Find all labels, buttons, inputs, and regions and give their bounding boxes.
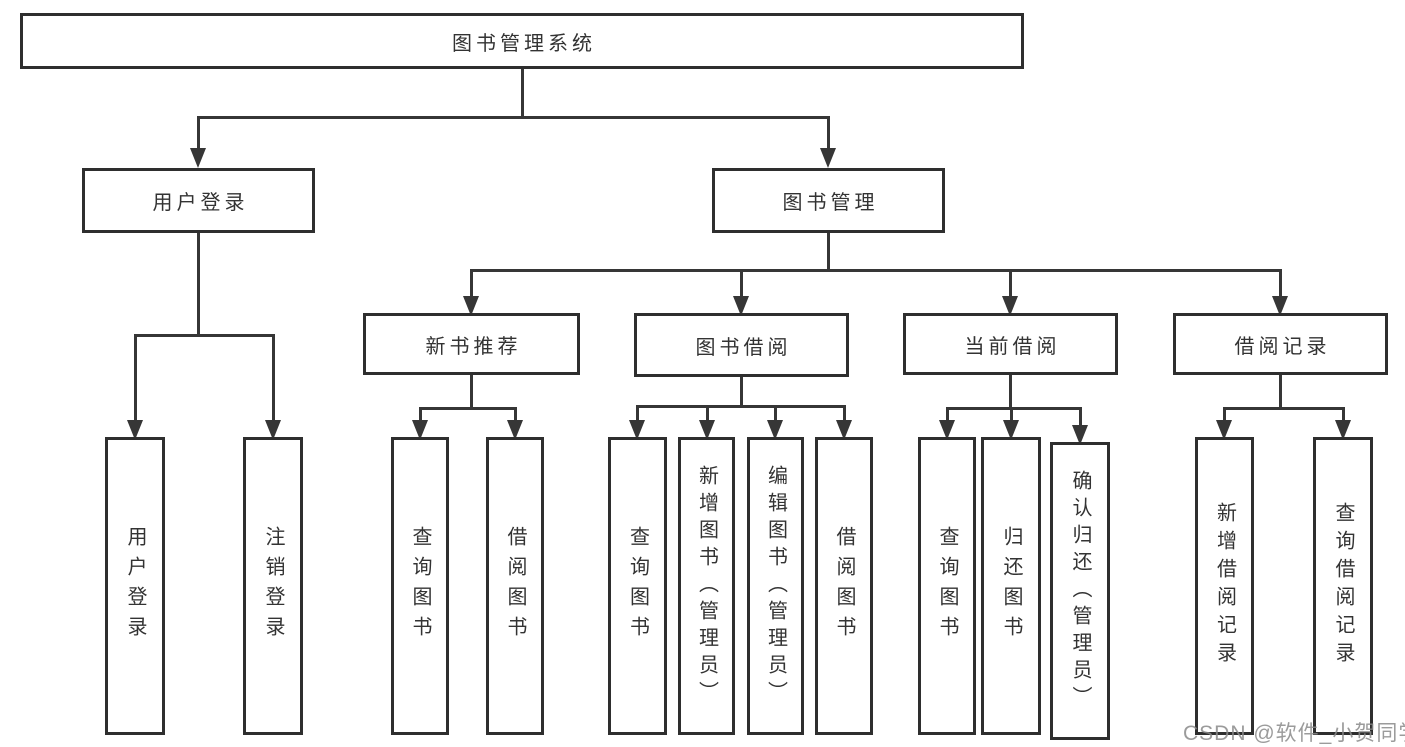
connector-stem	[739, 377, 743, 407]
leaf-newbook-query-books-label: 查询图书	[409, 526, 431, 646]
connector-bar	[945, 406, 1082, 410]
leaf-borrow-add-books-admin: 新增图书（管理员）	[678, 437, 735, 735]
connector-arrow-shaft	[1078, 408, 1082, 427]
connector-arrow-shaft	[1008, 270, 1012, 298]
leaf-records-add-record: 新增借阅记录	[1195, 437, 1254, 735]
leaf-borrow-edit-books-admin-label: 编辑图书（管理员）	[764, 464, 787, 708]
arrowhead-icon	[1335, 420, 1351, 440]
arrowhead-icon	[463, 296, 479, 316]
node-borrow-records: 借阅记录	[1173, 313, 1388, 375]
leaf-newbook-borrow-books: 借阅图书	[486, 437, 544, 735]
connector-bar	[469, 268, 1282, 272]
leaf-current-return-books-label: 归还图书	[1000, 526, 1022, 646]
connector-arrow-shaft	[826, 117, 830, 150]
connector-arrow-shaft	[133, 335, 137, 422]
connector-arrow-shaft	[705, 406, 709, 422]
connector-arrow-shaft	[196, 117, 200, 150]
arrowhead-icon	[412, 420, 428, 440]
leaf-newbook-query-books: 查询图书	[391, 437, 449, 735]
node-user-login: 用户登录	[82, 168, 315, 233]
node-user-login-label: 用户登录	[152, 192, 249, 214]
arrowhead-icon	[1272, 296, 1288, 316]
node-book-management-label: 图书管理	[782, 192, 879, 214]
connector-arrow-shaft	[418, 408, 422, 422]
connector-bar	[1222, 406, 1345, 410]
leaf-borrow-edit-books-admin: 编辑图书（管理员）	[747, 437, 804, 735]
node-current-borrow: 当前借阅	[903, 313, 1118, 375]
leaf-current-query-books: 查询图书	[918, 437, 976, 735]
arrowhead-icon	[733, 296, 749, 316]
node-book-borrow-label: 图书借阅	[695, 336, 792, 359]
connector-arrow-shaft	[635, 406, 639, 422]
leaf-user-login: 用户登录	[105, 437, 165, 735]
leaf-borrow-add-books-admin-label: 新增图书（管理员）	[695, 464, 718, 708]
connector-arrow-shaft	[1278, 270, 1282, 298]
connector-arrow-shaft	[773, 406, 777, 422]
node-root: 图书管理系统	[20, 13, 1024, 69]
connector-bar	[418, 406, 517, 410]
connector-bar	[196, 115, 830, 119]
connector-stem	[196, 233, 200, 336]
connector-arrow-shaft	[1341, 408, 1345, 422]
leaf-logout-label: 注销登录	[262, 526, 284, 646]
node-book-management: 图书管理	[712, 168, 945, 233]
arrowhead-icon	[699, 420, 715, 440]
arrowhead-icon	[1072, 425, 1088, 445]
leaf-records-query-record: 查询借阅记录	[1313, 437, 1373, 735]
arrowhead-icon	[836, 420, 852, 440]
connector-arrow-shaft	[945, 408, 949, 422]
connector-stem	[1008, 375, 1012, 409]
node-root-label: 图书管理系统	[452, 32, 596, 55]
connector-arrow-shaft	[842, 406, 846, 422]
connector-arrow-shaft	[1009, 408, 1013, 422]
node-borrow-records-label: 借阅记录	[1234, 335, 1331, 358]
connector-stem	[469, 375, 473, 409]
leaf-records-query-record-label: 查询借阅记录	[1332, 502, 1354, 670]
leaf-user-login-label: 用户登录	[124, 526, 146, 646]
connector-arrow-shaft	[469, 270, 473, 298]
leaf-borrow-query-books-label: 查询图书	[626, 526, 649, 646]
arrowhead-icon	[939, 420, 955, 440]
node-book-borrow: 图书借阅	[634, 313, 849, 377]
arrowhead-icon	[1216, 420, 1232, 440]
node-new-book-recommend: 新书推荐	[363, 313, 580, 375]
arrowhead-icon	[767, 420, 783, 440]
arrowhead-icon	[127, 420, 143, 440]
node-current-borrow-label: 当前借阅	[964, 335, 1061, 358]
watermark: CSDN @软件_小贺同学	[1183, 722, 1405, 745]
connector-arrow-shaft	[1222, 408, 1226, 422]
arrowhead-icon	[1003, 420, 1019, 440]
connector-stem	[826, 233, 830, 271]
connector-stem	[1278, 375, 1282, 409]
leaf-newbook-borrow-books-label: 借阅图书	[504, 526, 526, 646]
arrowhead-icon	[507, 420, 523, 440]
leaf-current-return-books: 归还图书	[981, 437, 1041, 735]
arrowhead-icon	[265, 420, 281, 440]
connector-arrow-shaft	[739, 270, 743, 298]
leaf-current-query-books-label: 查询图书	[936, 526, 958, 646]
connector-stem	[520, 69, 524, 117]
connector-bar	[635, 404, 846, 408]
arrowhead-icon	[629, 420, 645, 440]
arrowhead-icon	[820, 148, 836, 168]
connector-arrow-shaft	[513, 408, 517, 422]
leaf-current-confirm-return-admin: 确认归还（管理员）	[1050, 442, 1110, 740]
arrowhead-icon	[190, 148, 206, 168]
leaf-borrow-borrow-books-label: 借阅图书	[833, 526, 855, 646]
leaf-borrow-borrow-books: 借阅图书	[815, 437, 873, 735]
connector-bar	[133, 333, 275, 337]
node-new-book-recommend-label: 新书推荐	[425, 335, 522, 358]
leaf-logout: 注销登录	[243, 437, 303, 735]
leaf-current-confirm-return-admin-label: 确认归还（管理员）	[1069, 469, 1091, 713]
leaf-records-add-record-label: 新增借阅记录	[1213, 502, 1236, 670]
connector-arrow-shaft	[271, 335, 275, 422]
leaf-borrow-query-books: 查询图书	[608, 437, 667, 735]
arrowhead-icon	[1002, 296, 1018, 316]
